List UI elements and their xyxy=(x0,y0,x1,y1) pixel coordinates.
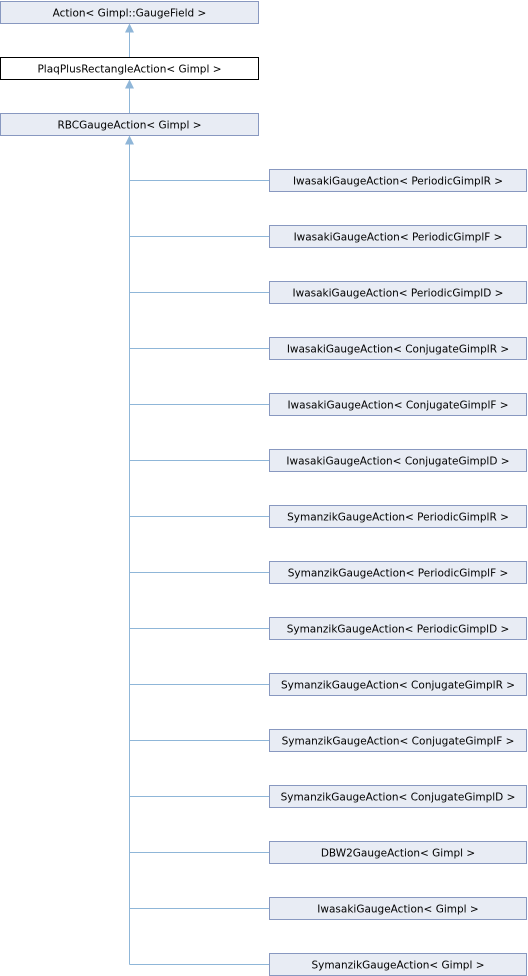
class-node-symanzik-conjugate-r[interactable]: SymanzikGaugeAction< ConjugateGimplR > xyxy=(269,673,527,696)
class-node-iwasaki-conjugate-d[interactable]: IwasakiGaugeAction< ConjugateGimplD > xyxy=(269,449,527,472)
class-node-plaqplusrect: PlaqPlusRectangleAction< Gimpl > xyxy=(0,57,259,80)
class-node-iwasaki-conjugate-f[interactable]: IwasakiGaugeAction< ConjugateGimplF > xyxy=(269,393,527,416)
class-node-label: Action< Gimpl::GaugeField > xyxy=(53,8,207,20)
inheritance-edges xyxy=(125,23,270,965)
class-node-rbcgauge[interactable]: RBCGaugeAction< Gimpl > xyxy=(0,113,259,136)
inheritance-arrowhead xyxy=(125,79,134,89)
class-node-label: DBW2GaugeAction< Gimpl > xyxy=(321,848,475,860)
class-node-iwasaki-periodic-d[interactable]: IwasakiGaugeAction< PeriodicGimplD > xyxy=(269,281,527,304)
class-node-symanzik-periodic-d[interactable]: SymanzikGaugeAction< PeriodicGimplD > xyxy=(269,617,527,640)
class-node-box xyxy=(269,169,527,192)
class-node-label: SymanzikGaugeAction< PeriodicGimplF > xyxy=(288,568,509,580)
class-node-label: SymanzikGaugeAction< ConjugateGimplR > xyxy=(281,680,515,692)
class-node-action[interactable]: Action< Gimpl::GaugeField > xyxy=(0,1,259,24)
class-node-box xyxy=(269,337,527,360)
class-node-symanzik-gimpl[interactable]: SymanzikGaugeAction< Gimpl > xyxy=(269,953,527,976)
class-node-label: IwasakiGaugeAction< PeriodicGimplR > xyxy=(293,176,503,188)
class-node-box xyxy=(269,449,527,472)
class-node-box xyxy=(269,505,527,528)
class-node-box xyxy=(269,841,527,864)
class-node-box xyxy=(269,617,527,640)
class-node-box xyxy=(269,561,527,584)
class-node-symanzik-conjugate-f[interactable]: SymanzikGaugeAction< ConjugateGimplF > xyxy=(269,729,527,752)
class-node-box xyxy=(269,225,527,248)
class-node-symanzik-periodic-r[interactable]: SymanzikGaugeAction< PeriodicGimplR > xyxy=(269,505,527,528)
class-node-box xyxy=(269,673,527,696)
class-node-box xyxy=(269,729,527,752)
class-node-iwasaki-periodic-f[interactable]: IwasakiGaugeAction< PeriodicGimplF > xyxy=(269,225,527,248)
class-node-dbw2[interactable]: DBW2GaugeAction< Gimpl > xyxy=(269,841,527,864)
class-node-label: SymanzikGaugeAction< ConjugateGimplF > xyxy=(282,736,515,748)
class-node-label: RBCGaugeAction< Gimpl > xyxy=(57,120,201,132)
class-node-label: IwasakiGaugeAction< ConjugateGimplD > xyxy=(286,456,509,468)
class-node-symanzik-conjugate-d[interactable]: SymanzikGaugeAction< ConjugateGimplD > xyxy=(269,785,527,808)
class-node-label: IwasakiGaugeAction< PeriodicGimplF > xyxy=(294,232,503,244)
class-node-box xyxy=(269,785,527,808)
class-node-box xyxy=(0,1,259,24)
class-node-label: SymanzikGaugeAction< PeriodicGimplD > xyxy=(287,624,510,636)
class-node-label: SymanzikGaugeAction< PeriodicGimplR > xyxy=(287,512,509,524)
class-node-iwasaki-periodic-r[interactable]: IwasakiGaugeAction< PeriodicGimplR > xyxy=(269,169,527,192)
class-node-label: IwasakiGaugeAction< Gimpl > xyxy=(317,904,478,916)
class-node-label: IwasakiGaugeAction< ConjugateGimplF > xyxy=(287,400,508,412)
class-node-label: PlaqPlusRectangleAction< Gimpl > xyxy=(37,64,221,76)
class-node-symanzik-periodic-f[interactable]: SymanzikGaugeAction< PeriodicGimplF > xyxy=(269,561,527,584)
class-node-box xyxy=(269,281,527,304)
class-node-label: SymanzikGaugeAction< ConjugateGimplD > xyxy=(281,792,516,804)
class-node-box xyxy=(0,57,259,80)
class-node-box xyxy=(0,113,259,136)
class-node-label: SymanzikGaugeAction< Gimpl > xyxy=(311,960,484,972)
class-node-box xyxy=(269,897,527,920)
class-node-iwasaki-conjugate-r[interactable]: IwasakiGaugeAction< ConjugateGimplR > xyxy=(269,337,527,360)
inheritance-arrowhead xyxy=(125,135,134,145)
class-node-label: IwasakiGaugeAction< PeriodicGimplD > xyxy=(293,288,504,300)
class-node-iwasaki-gimpl[interactable]: IwasakiGaugeAction< Gimpl > xyxy=(269,897,527,920)
class-node-label: IwasakiGaugeAction< ConjugateGimplR > xyxy=(287,344,509,356)
class-node-box xyxy=(269,393,527,416)
inheritance-arrowhead xyxy=(125,23,134,33)
